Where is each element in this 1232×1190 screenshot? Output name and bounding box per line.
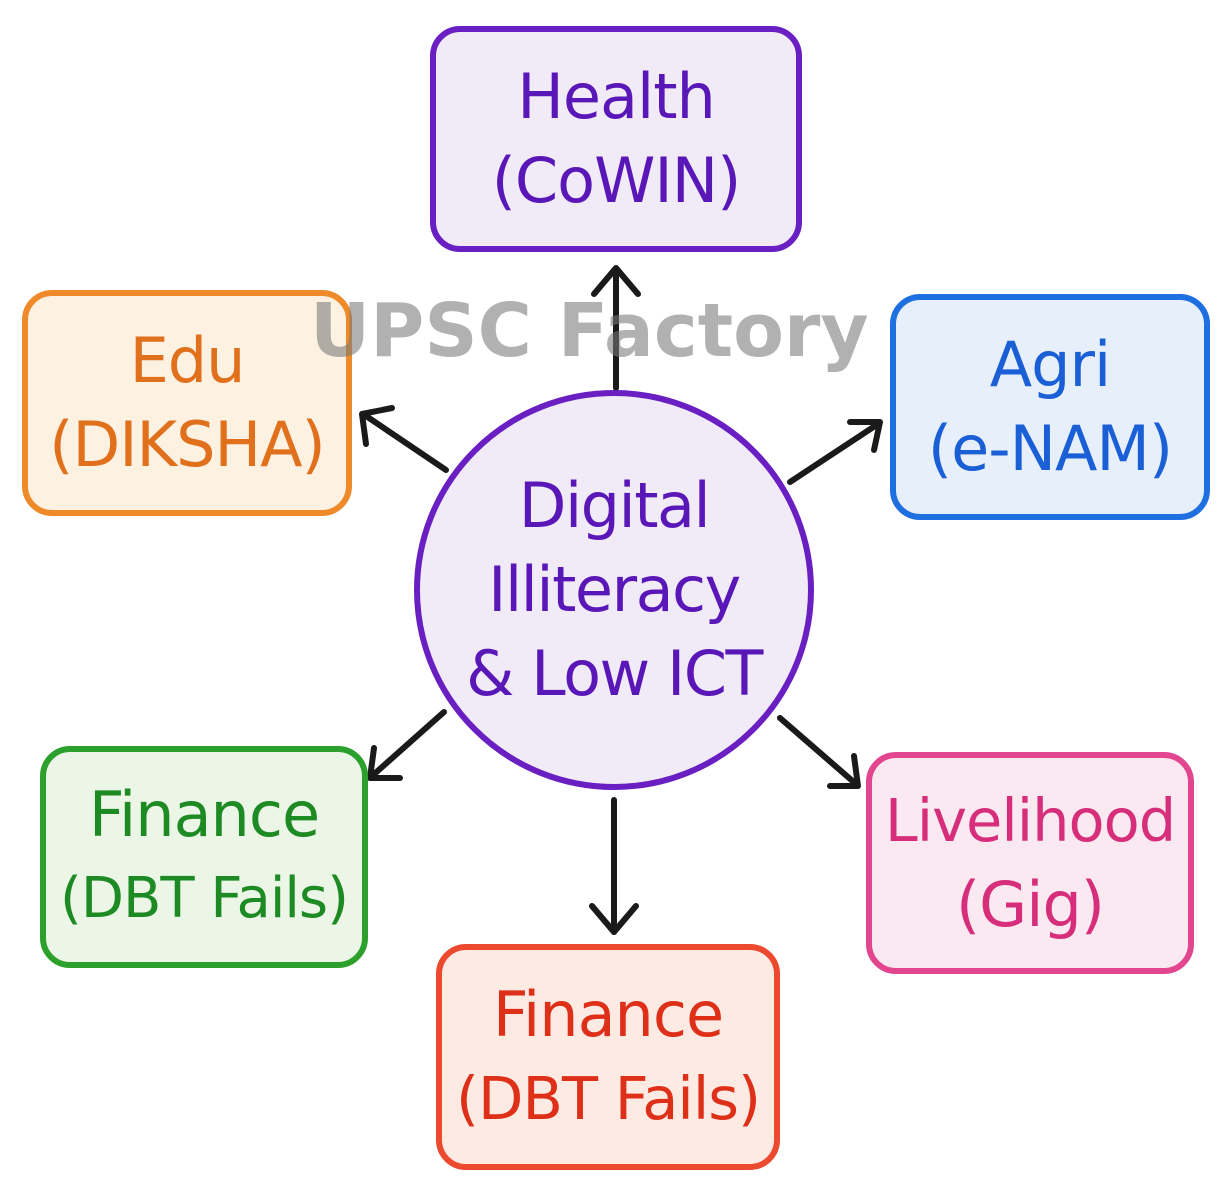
center-node: Digital Illiteracy & Low ICT (414, 390, 814, 790)
center-line-2: Illiteracy (488, 553, 741, 626)
node-livelihood: Livelihood (Gig) (866, 752, 1194, 974)
node-finance-left: Finance (DBT Fails) (40, 746, 368, 968)
node-agri: Agri (e-NAM) (890, 294, 1210, 520)
node-livelihood-title: Livelihood (884, 786, 1176, 855)
arrowhead-agri (847, 419, 883, 453)
node-edu: Edu (DIKSHA) (22, 290, 352, 516)
node-agri-subtitle: (e-NAM) (927, 412, 1173, 485)
center-line-1: Digital (518, 469, 711, 542)
arrowhead-livelihood (827, 753, 861, 789)
arrowhead-finance-bottom (589, 903, 639, 935)
node-edu-subtitle: (DIKSHA) (49, 408, 325, 481)
node-health-title: Health (517, 60, 716, 133)
arrow-to-agri (787, 421, 881, 485)
arrow-to-livelihood (777, 715, 859, 787)
watermark: UPSC Factory (310, 288, 869, 374)
arrowhead-edu (359, 405, 395, 447)
node-livelihood-subtitle: (Gig) (955, 868, 1105, 941)
arrow-to-finance-left (369, 709, 447, 779)
node-finance-left-title: Finance (88, 778, 320, 851)
node-finance-bottom-subtitle: (DBT Fails) (456, 1064, 761, 1133)
node-finance-left-subtitle: (DBT Fails) (60, 866, 349, 931)
node-edu-title: Edu (129, 324, 246, 397)
arrow-to-edu (363, 413, 449, 473)
center-line-3: & Low ICT (466, 637, 763, 710)
node-health-subtitle: (CoWIN) (491, 144, 742, 217)
arrowhead-finance-left (367, 745, 403, 781)
node-finance-bottom: Finance (DBT Fails) (436, 944, 780, 1170)
node-health: Health (CoWIN) (430, 26, 802, 252)
node-finance-bottom-title: Finance (492, 978, 724, 1051)
arrowhead-health (591, 265, 641, 297)
node-agri-title: Agri (989, 328, 1111, 401)
